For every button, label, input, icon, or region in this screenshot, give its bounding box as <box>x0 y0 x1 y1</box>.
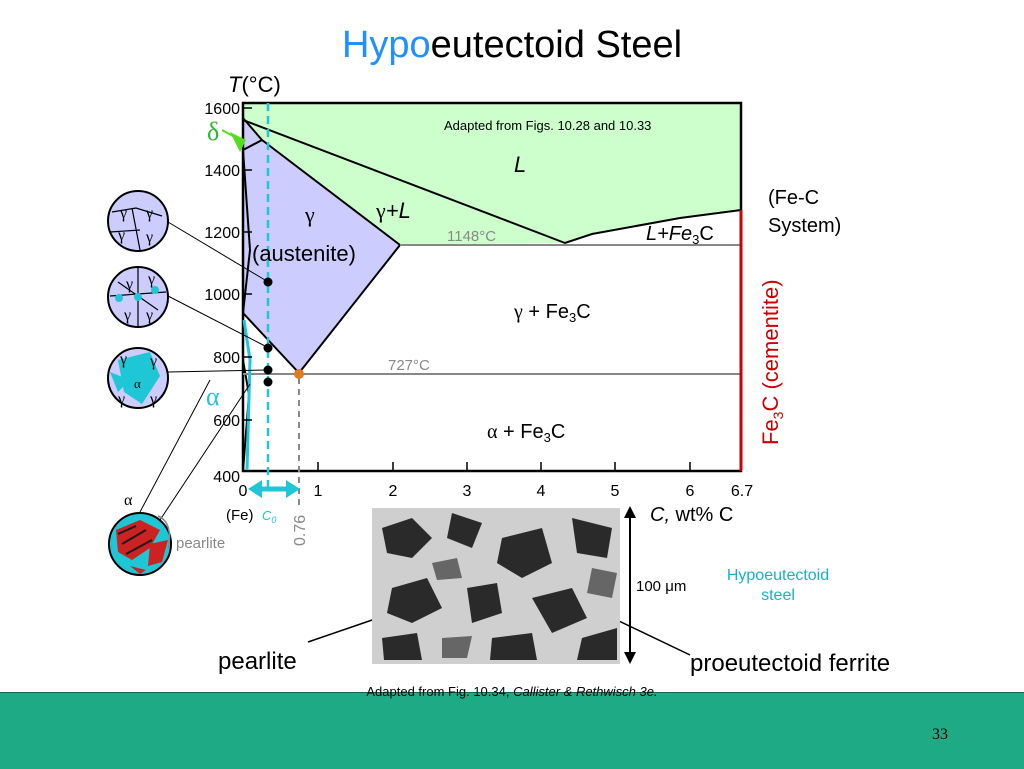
l-fe3c-label: L+Fe3C <box>646 223 714 247</box>
cementite-label: Fe3C (cementite) <box>758 279 786 445</box>
leader-1 <box>167 221 266 281</box>
svg-text:γ: γ <box>145 307 153 324</box>
temp-1148-label: 1148°C <box>447 228 496 245</box>
microstructure-1: γ γ γ γ <box>107 190 169 252</box>
x-tick: 1 <box>314 483 323 500</box>
austenite-region <box>243 140 400 373</box>
y-tick: 800 <box>213 350 240 367</box>
svg-text:γ: γ <box>149 353 157 370</box>
delta-region <box>243 118 262 160</box>
y-tick: 1600 <box>204 101 240 118</box>
leader-4 <box>139 379 211 513</box>
x-tick: 4 <box>537 483 546 500</box>
x-axis-label: C, wt% C <box>650 504 733 526</box>
austenite-label: (austenite) <box>252 241 356 266</box>
page-number: 33 <box>932 726 948 743</box>
microstructure-3: γ γ γ γ α <box>107 347 169 409</box>
system-label-1: (Fe-C <box>768 187 819 209</box>
page-title: Hypoeutectoid Steel <box>341 24 683 66</box>
eutectoid-point <box>294 369 304 379</box>
svg-text:γ: γ <box>123 307 131 324</box>
c0-range-arrow <box>248 480 300 498</box>
delta-label: δ <box>207 117 219 146</box>
micrograph-texture <box>372 508 620 664</box>
y-tick: 1200 <box>204 225 240 242</box>
svg-text:γ: γ <box>117 227 125 244</box>
x-tick: 3 <box>463 483 472 500</box>
austenite-gamma-label: γ <box>304 202 315 227</box>
micrograph <box>372 508 620 664</box>
scale-bar-top-arrow <box>624 506 636 518</box>
footer-bar <box>0 692 1024 769</box>
x-tick: 5 <box>611 483 620 500</box>
y-tick: 1000 <box>204 287 240 304</box>
svg-text:γ: γ <box>117 391 125 408</box>
adapted-top-label: Adapted from Figs. 10.28 and 10.33 <box>444 118 651 133</box>
leader-2 <box>167 295 266 347</box>
x-tick: 6 <box>686 483 695 500</box>
gamma-plus-l-label: γ+L <box>375 198 411 223</box>
y-axis-label: T(°C) <box>228 72 281 97</box>
leader-3 <box>167 369 266 373</box>
leader-5 <box>159 383 251 521</box>
microstructure-4 <box>108 512 172 576</box>
svg-text:γ: γ <box>119 205 127 222</box>
svg-text:γ: γ <box>145 229 153 246</box>
x-tick: 0 <box>239 483 248 500</box>
liquid-region <box>243 103 741 245</box>
svg-text:γ: γ <box>147 271 155 288</box>
system-label-2: System) <box>768 215 841 237</box>
alpha-region-edge <box>242 319 252 471</box>
y-tick: 400 <box>213 469 240 486</box>
x-tick: 2 <box>389 483 398 500</box>
delta-arrow-shaft <box>221 129 245 143</box>
temp-727-label: 727°C <box>388 357 430 374</box>
gamma-fe3c-label: γ + Fe3C <box>513 301 591 325</box>
pearlite-label: pearlite <box>218 648 297 675</box>
microstructure-2: γ γ γ γ <box>107 266 169 328</box>
alpha-small-label: α <box>124 492 133 509</box>
eutectoid-comp-label: 0.76 <box>292 515 309 546</box>
axis-ticks <box>243 107 691 471</box>
svg-text:γ: γ <box>149 391 157 408</box>
liquid-label: L <box>514 152 526 177</box>
y-tick: 600 <box>213 413 240 430</box>
pearlite-leader <box>307 617 379 643</box>
hypoeutectoid-label: Hypoeutectoid steel <box>726 567 830 604</box>
scale-bar-bottom-arrow <box>624 652 636 664</box>
svg-text:γ: γ <box>125 276 133 293</box>
pearlite-small-label: pearlite <box>176 535 225 552</box>
c0-label: C0 <box>262 508 276 525</box>
x-tick-labels: 0 1 2 3 4 5 6 6.7 <box>239 483 754 500</box>
x-tick: 6.7 <box>731 483 753 500</box>
alpha-fe3c-label: α + Fe3C <box>487 421 565 445</box>
cooling-points <box>263 277 273 387</box>
credit-caption: Adapted from Fig. 10.34, Callister & Ret… <box>366 684 658 699</box>
svg-text:γ: γ <box>145 205 153 222</box>
y-tick: 1400 <box>204 163 240 180</box>
svg-text:α: α <box>134 376 141 391</box>
y-tick-labels: 1600 1400 1200 1000 800 600 400 <box>204 101 240 486</box>
alpha-label: α <box>206 382 220 411</box>
pearlite-bracket <box>157 515 171 549</box>
svg-text:γ: γ <box>119 351 127 368</box>
fe-label: (Fe) <box>226 507 254 524</box>
scale-label: 100 μm <box>636 578 687 595</box>
proeutectoid-ferrite-label: proeutectoid ferrite <box>690 650 891 677</box>
